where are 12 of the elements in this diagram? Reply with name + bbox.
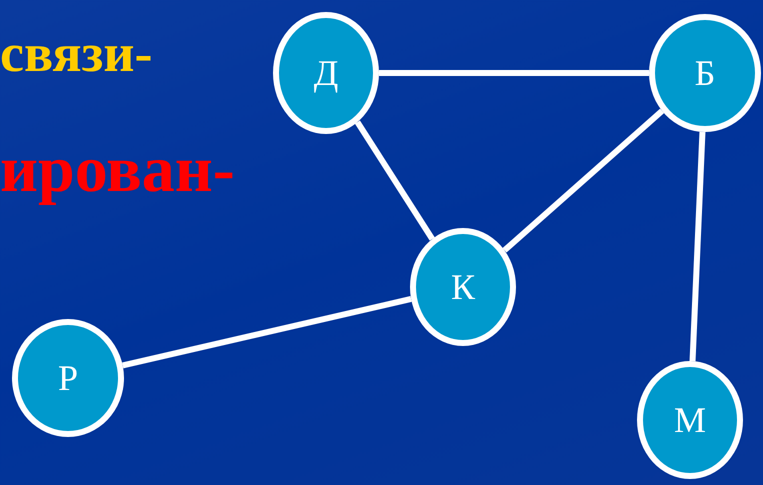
vertex-label: Д	[314, 52, 338, 94]
vertex-label: М	[674, 399, 706, 441]
heading-text: связи-	[0, 22, 152, 84]
vertex-label: Б	[694, 52, 716, 94]
connector-line	[690, 132, 706, 362]
heading-text: ирован-	[0, 132, 235, 208]
connector-line	[354, 120, 435, 241]
connector-line	[502, 108, 664, 253]
vertex-label: Р	[58, 357, 78, 399]
connector-line	[379, 70, 649, 76]
connector-line	[122, 296, 412, 368]
vertex-label: К	[450, 266, 475, 308]
